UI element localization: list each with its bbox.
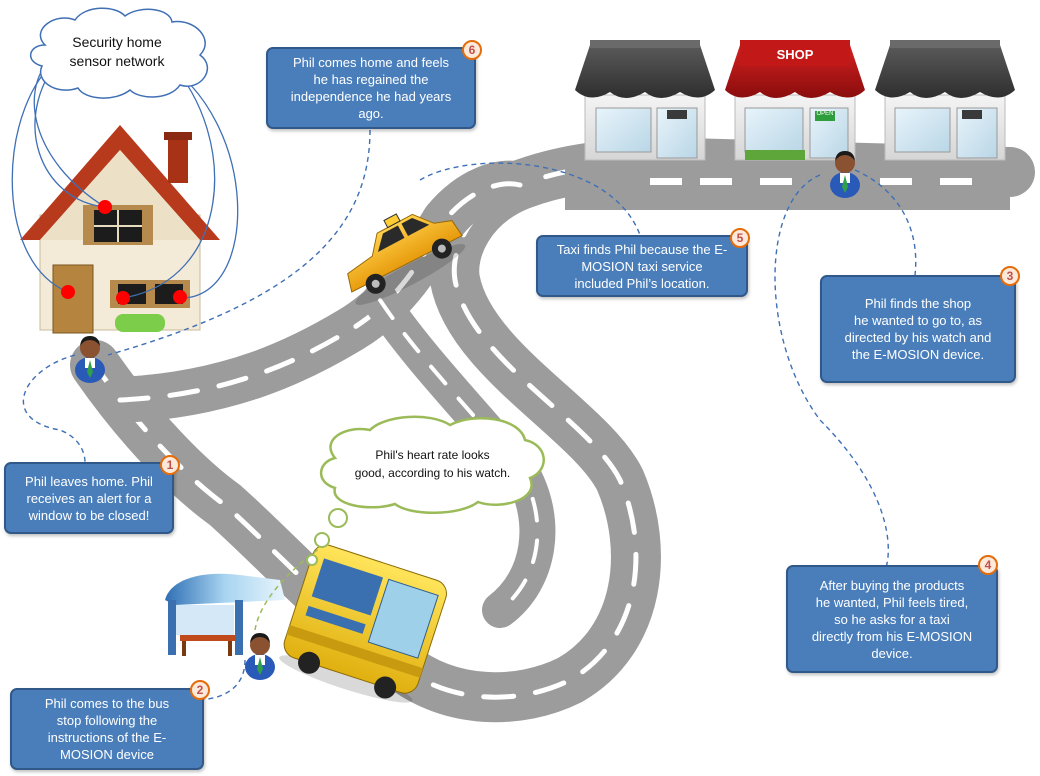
phil-at-bus-stop bbox=[245, 633, 275, 680]
shop-center bbox=[725, 40, 865, 161]
step-6-line: ago. bbox=[358, 106, 384, 121]
step-2-line: MOSION device bbox=[60, 747, 154, 762]
step-4-line: he wanted, Phil feels tired, bbox=[815, 594, 969, 610]
step-6-box: Phil comes home and feels he has regaine… bbox=[266, 47, 476, 129]
step-5-box: Taxi finds Phil because the E- MOSION ta… bbox=[536, 235, 748, 297]
step-3-box: Phil finds the shop he wanted to go to, … bbox=[820, 275, 1016, 383]
step-1-line: Phil leaves home. Phil bbox=[25, 473, 153, 489]
heart-rate-thought-text: Phil's heart rate looks good, according … bbox=[335, 446, 530, 482]
step-6-line: Phil comes home and feels bbox=[292, 55, 450, 70]
shop-street-marks bbox=[650, 178, 972, 185]
step-2-line: stop following the bbox=[56, 713, 158, 728]
heart-rate-line1: Phil's heart rate looks bbox=[375, 448, 490, 462]
shop-right bbox=[875, 40, 1015, 161]
shop-open-sign: OPEN bbox=[816, 111, 834, 117]
step-1-badge: 1 bbox=[160, 455, 180, 475]
step-5-line: Taxi finds Phil because the E- bbox=[556, 241, 728, 257]
step-5-badge: 5 bbox=[730, 228, 750, 248]
step-6-line: he has regained the bbox=[313, 72, 429, 87]
step-3-badge: 3 bbox=[1000, 266, 1020, 286]
shop-sign: SHOP bbox=[776, 47, 814, 62]
step-3-line: Phil finds the shop bbox=[864, 296, 972, 311]
step-4-box: After buying the products he wanted, Phi… bbox=[786, 565, 998, 673]
step-2-badge: 2 bbox=[190, 680, 210, 700]
step-5-line: MOSION taxi service bbox=[581, 258, 703, 274]
step-4-line: directly from his E-MOSION bbox=[811, 628, 973, 644]
sensor-dots bbox=[61, 200, 187, 305]
step-4-badge: 4 bbox=[978, 555, 998, 575]
step-2-line: Phil comes to the bus bbox=[44, 696, 170, 711]
step-6-line: independence he had years bbox=[290, 89, 452, 104]
heart-rate-thought-bubble bbox=[306, 415, 545, 566]
step-6-badge: 6 bbox=[462, 40, 482, 60]
security-cloud-line1: Security home bbox=[72, 34, 162, 50]
step-4-line: After buying the products bbox=[819, 577, 965, 593]
bus bbox=[279, 544, 447, 703]
bus-stop-link bbox=[254, 547, 321, 631]
bus-shelter bbox=[165, 573, 285, 656]
step-2-box: Phil comes to the bus stop following the… bbox=[10, 688, 204, 770]
step-1-box: Phil leaves home. Phil receives an alert… bbox=[4, 462, 174, 534]
security-cloud bbox=[30, 7, 209, 99]
security-cloud-line2: sensor network bbox=[69, 53, 165, 69]
step-4-line: device. bbox=[871, 645, 913, 661]
step-3-line: the E-MOSION device. bbox=[851, 347, 985, 362]
heart-rate-line2: good, according to his watch. bbox=[354, 466, 511, 480]
connector-lines bbox=[22, 129, 917, 701]
house bbox=[20, 125, 220, 334]
shop-left bbox=[575, 40, 715, 161]
taxi bbox=[347, 213, 466, 305]
step-3-line: he wanted to go to, as bbox=[854, 313, 982, 328]
step-4-line: so he asks for a taxi bbox=[834, 611, 950, 627]
security-cloud-label: Security home sensor network bbox=[52, 33, 182, 71]
step-2-line: instructions of the E- bbox=[47, 730, 167, 745]
step-5-line: included Phil’s location. bbox=[574, 275, 710, 291]
step-1-line: window to be closed! bbox=[28, 507, 150, 523]
step-3-line: directed by his watch and bbox=[844, 330, 992, 345]
step-1-line: receives an alert for a bbox=[26, 490, 152, 506]
